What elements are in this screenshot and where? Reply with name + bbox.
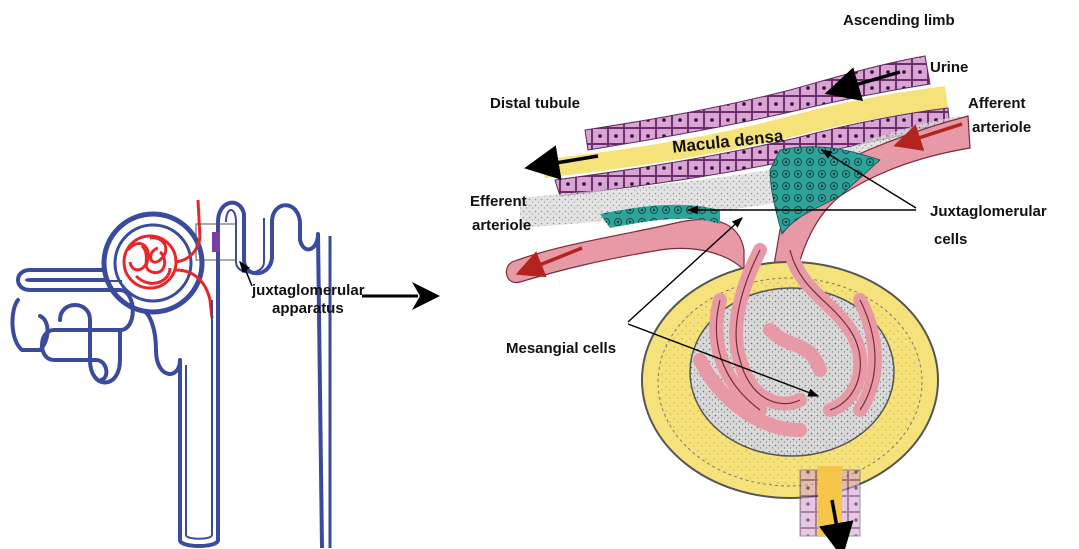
label-ascending-limb: Ascending limb (843, 11, 955, 30)
label-afferent-arteriole-1: Afferent (968, 94, 1026, 113)
label-efferent-arteriole-2: arteriole (472, 216, 531, 235)
ascending-limb-schematic (218, 203, 322, 548)
efferent-arteriole (506, 220, 744, 283)
label-juxtaglomerular-cells-1: Juxtaglomerular (930, 202, 1047, 221)
proximal-tubule (18, 270, 133, 380)
label-mesangial-cells: Mesangial cells (506, 339, 616, 358)
label-juxtaglomerular-cells-2: cells (934, 230, 967, 249)
nephron-schematic (12, 200, 440, 548)
label-distal-tubule: Distal tubule (490, 94, 580, 113)
label-juxtaglomerular-apparatus-1: juxtaglomerular (252, 281, 365, 300)
label-urine: Urine (930, 58, 968, 77)
label-efferent-arteriole-1: Efferent (470, 192, 527, 211)
label-afferent-arteriole-2: arteriole (972, 118, 1031, 137)
juxtaglomerular-cells (770, 147, 880, 234)
detail-illustration (506, 56, 970, 544)
loop-of-henle-inner (186, 300, 212, 539)
label-juxtaglomerular-apparatus-2: apparatus (272, 299, 344, 318)
macula-densa-marker (212, 232, 220, 252)
